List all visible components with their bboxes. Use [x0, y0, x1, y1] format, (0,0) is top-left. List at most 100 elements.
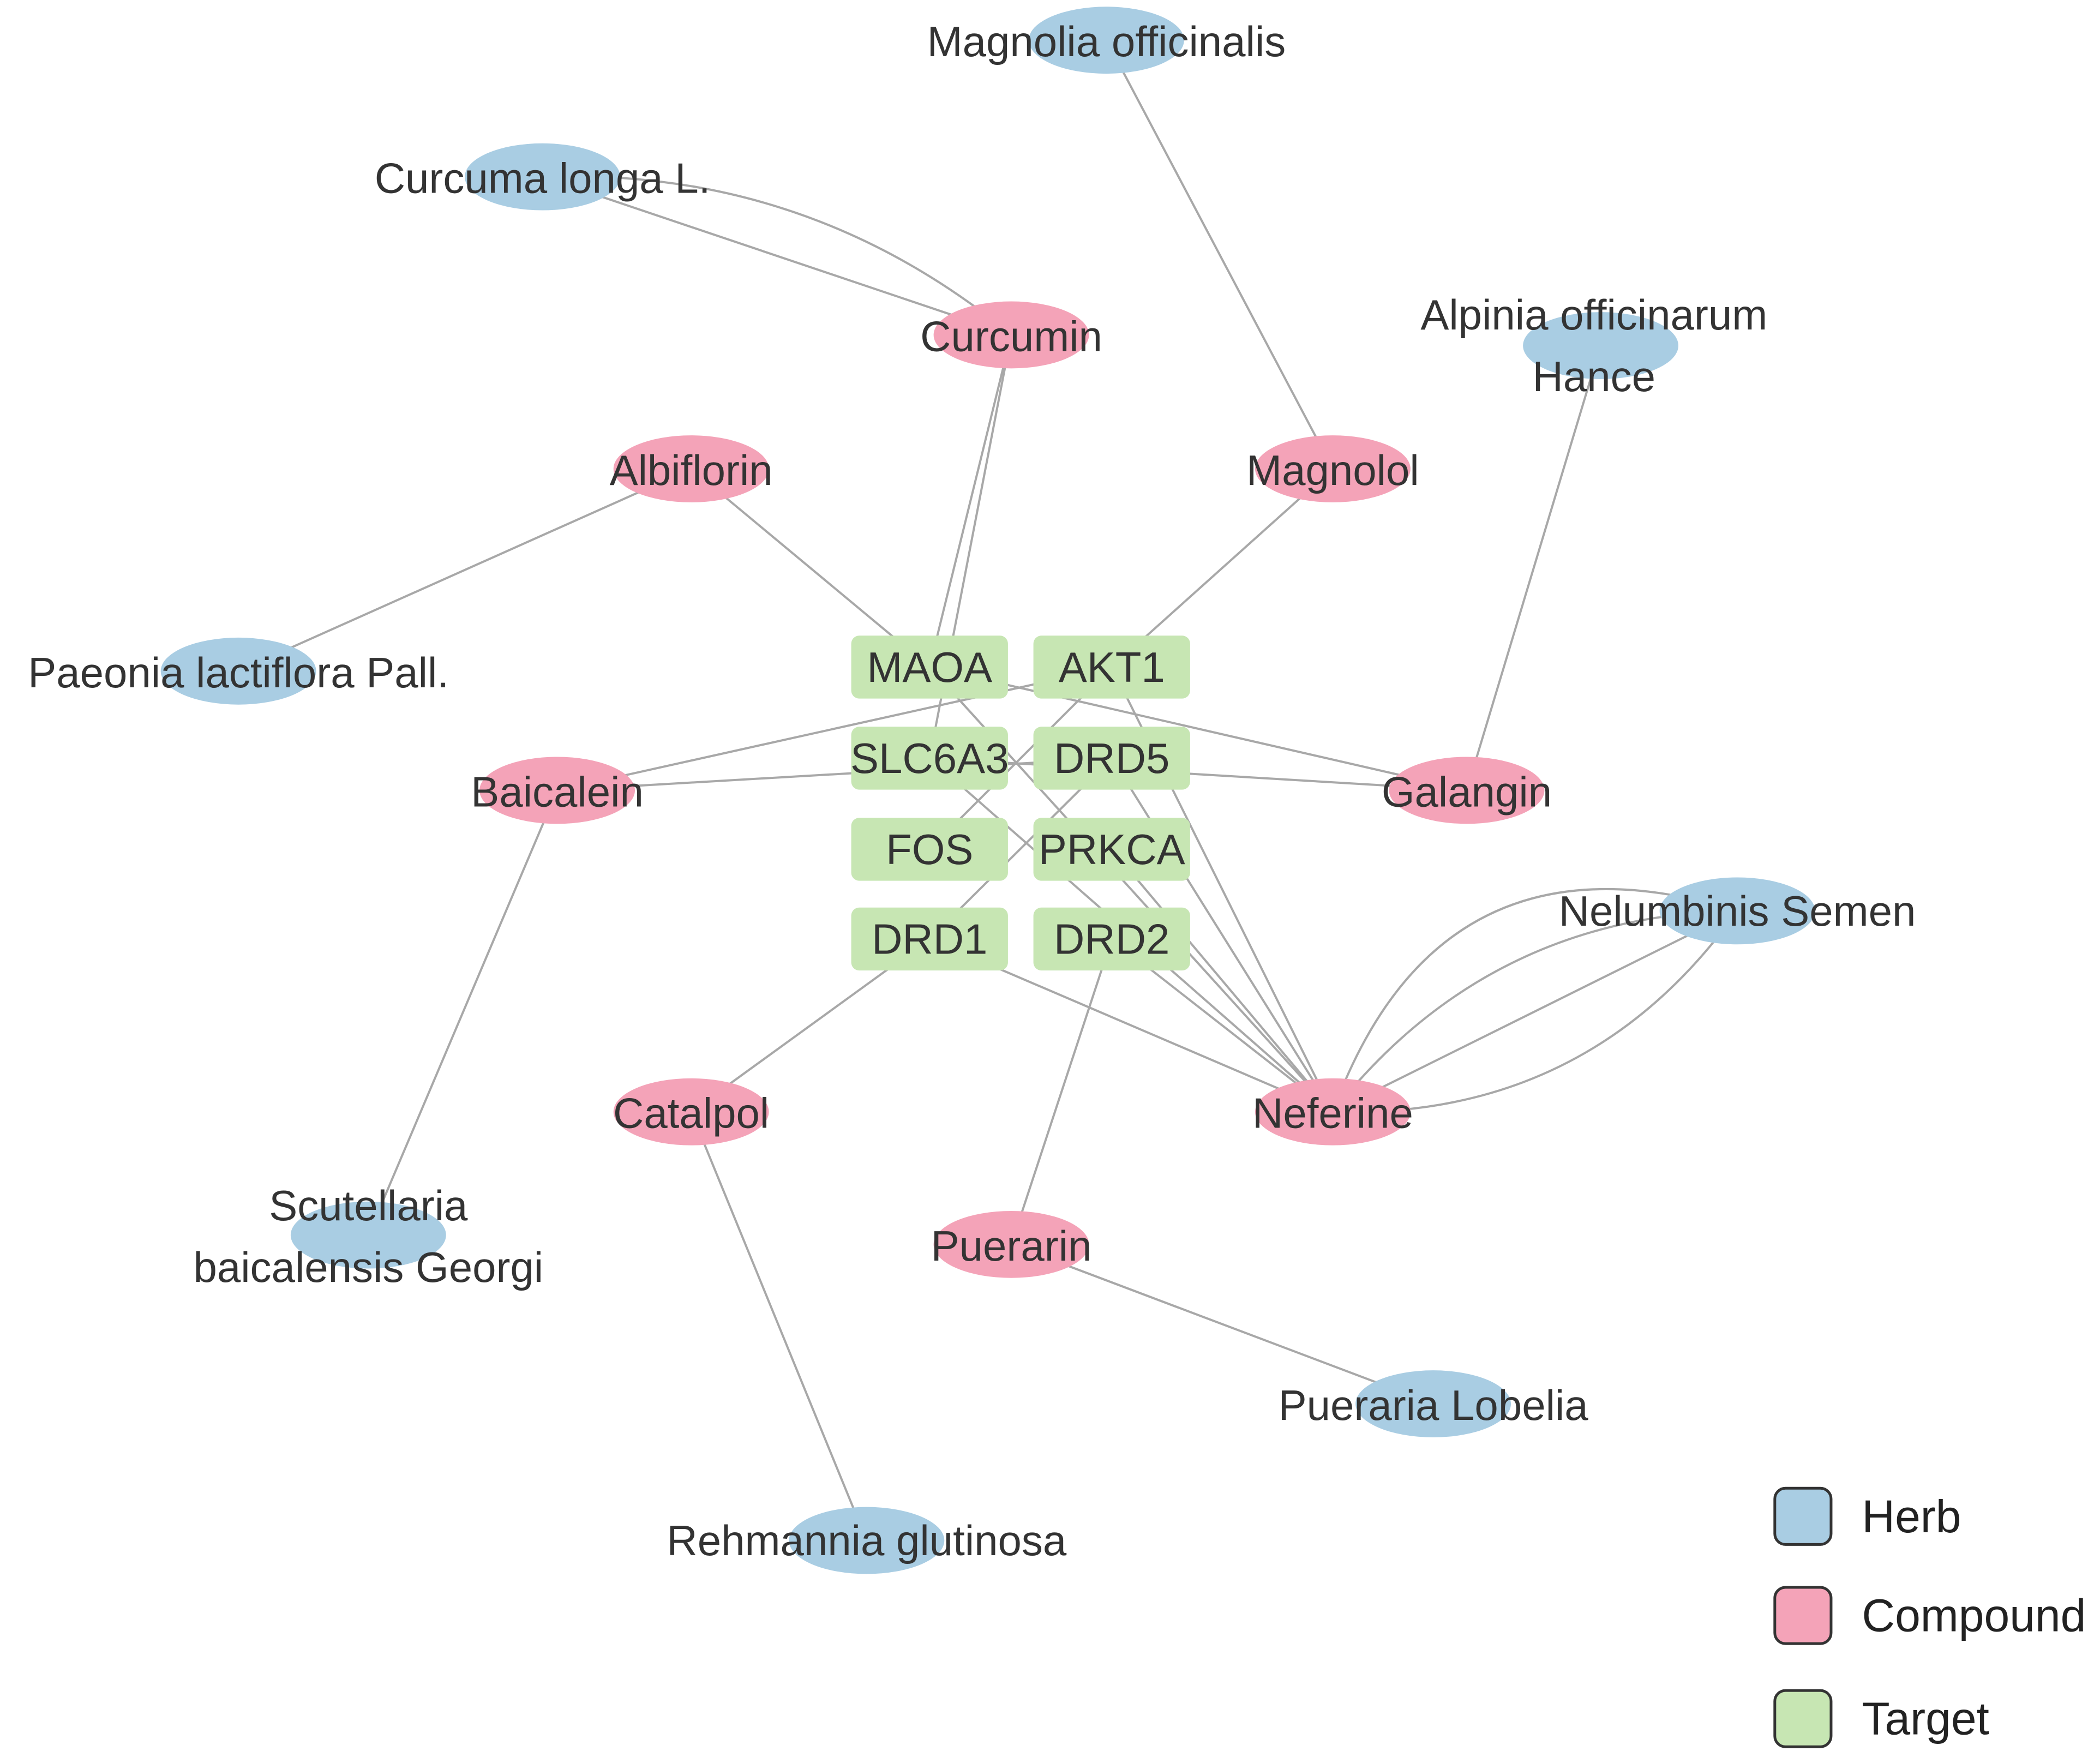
- edge-curcuma_longa-curcumin: [542, 176, 1012, 336]
- edge-paeonia-albiflorin: [238, 467, 692, 673]
- node-fos[interactable]: FOS: [851, 818, 1008, 881]
- compound-shape: [479, 757, 635, 824]
- herb-shape: [1659, 877, 1815, 945]
- edge-galangin-maoa: [929, 665, 1467, 791]
- node-label-akt1: AKT1: [1059, 643, 1165, 691]
- node-drd2[interactable]: DRD2: [1033, 907, 1190, 971]
- node-label-albiflorin: Albiflorin: [610, 446, 773, 494]
- edge-rehmannia-catalpol: [690, 1111, 868, 1541]
- node-akt1[interactable]: AKT1: [1033, 635, 1190, 699]
- legend-swatch-herb: [1773, 1486, 1833, 1546]
- node-nelumbinis[interactable]: Nelumbinis Semen: [1559, 877, 1916, 945]
- node-label-rehmannia: Rehmannia glutinosa: [667, 1516, 1066, 1564]
- legend-item-compound: Compound: [1773, 1586, 2086, 1645]
- node-label-magnolia_officinalis: Magnolia officinalis: [927, 17, 1286, 65]
- edge-neferine-prkca: [1111, 848, 1334, 1113]
- compound-shape: [933, 1210, 1089, 1278]
- edge-alpinia-galangin: [1466, 345, 1602, 791]
- edge-magnolol-akt1: [1111, 468, 1334, 668]
- edge-scutellaria-baicalein: [367, 790, 559, 1236]
- legend-label-target: Target: [1862, 1693, 1989, 1744]
- node-label-magnolol: Magnolol: [1246, 446, 1419, 494]
- edge-neferine-drd5: [1111, 757, 1334, 1113]
- node-galangin[interactable]: Galangin: [1382, 757, 1552, 824]
- node-label-prkca: PRKCA: [1039, 825, 1185, 873]
- target-shape: [851, 727, 1008, 790]
- node-albiflorin[interactable]: Albiflorin: [610, 435, 773, 502]
- node-label-drd1: DRD1: [872, 915, 987, 963]
- legend-item-herb: Herb: [1773, 1486, 1961, 1546]
- herb-shape: [1028, 7, 1184, 74]
- node-baicalein[interactable]: Baicalein: [471, 757, 644, 824]
- compound-shape: [1389, 757, 1545, 824]
- compound-shape: [613, 435, 769, 502]
- node-label-slc6a3: SLC6A3: [850, 734, 1009, 782]
- node-label-curcuma_longa: Curcuma longa L.: [375, 154, 711, 202]
- herb-shape: [1355, 1370, 1511, 1437]
- node-pueraria_lobelia[interactable]: Pueraria Lobelia: [1279, 1370, 1589, 1437]
- node-magnolia_officinalis[interactable]: Magnolia officinalis: [927, 7, 1286, 74]
- edge-galangin-slc6a3: [929, 757, 1467, 791]
- compound-shape: [933, 301, 1089, 369]
- node-catalpol[interactable]: Catalpol: [613, 1078, 769, 1146]
- node-curcumin[interactable]: Curcumin: [920, 301, 1102, 369]
- edge-nelumbinis-neferine: [1332, 910, 1738, 1113]
- target-shape: [1033, 727, 1190, 790]
- edge-pueraria_lobelia-puerarin: [1011, 1243, 1434, 1405]
- node-label-curcumin: Curcumin: [920, 312, 1102, 360]
- herb-shape: [789, 1507, 945, 1574]
- compound-shape: [1255, 1078, 1411, 1146]
- target-shape: [851, 907, 1008, 971]
- edge-puerarin-drd2: [1010, 938, 1113, 1245]
- node-label-fos: FOS: [886, 825, 973, 873]
- legend-swatch-compound: [1773, 1586, 1833, 1645]
- node-label-pueraria_lobelia: Pueraria Lobelia: [1279, 1381, 1589, 1429]
- node-label-drd2: DRD2: [1054, 915, 1169, 963]
- compound-shape: [613, 1078, 769, 1146]
- target-shape: [1033, 635, 1190, 699]
- edge-albiflorin-maoa: [690, 467, 931, 668]
- node-label-maoa: MAOA: [867, 643, 992, 691]
- target-shape: [851, 635, 1008, 699]
- target-shape: [851, 818, 1008, 881]
- node-prkca[interactable]: PRKCA: [1033, 818, 1190, 881]
- node-rehmannia[interactable]: Rehmannia glutinosa: [667, 1507, 1067, 1574]
- node-puerarin[interactable]: Puerarin: [931, 1210, 1092, 1278]
- node-curcuma_longa[interactable]: Curcuma longa L.: [375, 143, 711, 211]
- node-label-paeonia: Paeonia lactiflora Pall.: [28, 649, 449, 697]
- herb-shape: [1523, 312, 1678, 379]
- herb-shape: [465, 143, 620, 211]
- legend-swatch-target: [1773, 1689, 1833, 1748]
- target-shape: [1033, 818, 1190, 881]
- node-drd5[interactable]: DRD5: [1033, 727, 1190, 790]
- node-paeonia[interactable]: Paeonia lactiflora Pall.: [28, 637, 449, 705]
- node-label-drd5: DRD5: [1054, 734, 1169, 782]
- node-label-puerarin: Puerarin: [931, 1222, 1092, 1270]
- node-maoa[interactable]: MAOA: [851, 635, 1008, 699]
- compound-shape: [1255, 435, 1411, 502]
- node-magnolol[interactable]: Magnolol: [1246, 435, 1419, 502]
- node-drd1[interactable]: DRD1: [851, 907, 1008, 971]
- node-label-catalpol: Catalpol: [613, 1089, 769, 1137]
- node-label-neferine: Neferine: [1252, 1089, 1413, 1137]
- target-shape: [1033, 907, 1190, 971]
- node-label-nelumbinis: Nelumbinis Semen: [1559, 887, 1916, 935]
- node-label-baicalein: Baicalein: [471, 767, 644, 815]
- legend-label-compound: Compound: [1862, 1590, 2086, 1641]
- edge-nelumbinis-neferine: [1331, 888, 1738, 1112]
- node-neferine[interactable]: Neferine: [1252, 1078, 1413, 1146]
- node-label-galangin: Galangin: [1382, 767, 1552, 815]
- edge-curcumin-maoa: [928, 334, 1012, 668]
- legend-label-herb: Herb: [1862, 1491, 1961, 1542]
- herb-shape: [290, 1201, 446, 1269]
- legend-item-target: Target: [1773, 1689, 1989, 1748]
- node-slc6a3[interactable]: SLC6A3: [850, 727, 1009, 790]
- herb-shape: [160, 637, 316, 705]
